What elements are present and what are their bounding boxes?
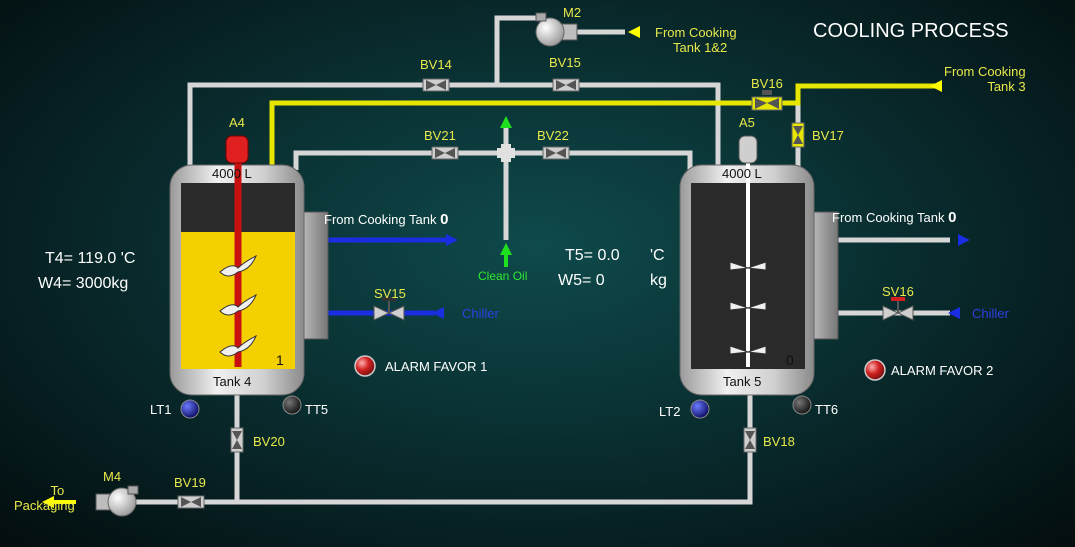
tt5-label: TT5 [305,402,329,417]
tank5-name: Tank 5 [723,374,762,389]
valve-sv16[interactable] [882,297,914,321]
tank5-jacket [811,211,839,340]
tt6-sensor-icon[interactable] [792,395,812,415]
tank5-capacity: 4000 L [722,166,762,181]
bv15-label: BV15 [549,55,581,70]
alarm-favor-2-lamp-icon[interactable] [864,359,886,381]
sv15-label: SV15 [374,286,406,301]
bv17-label: BV17 [812,128,844,143]
alarm-favor-1-label: ALARM FAVOR 1 [385,359,488,374]
m2-label: M2 [563,5,582,20]
bv19-label: BV19 [174,475,206,490]
tt5-sensor-icon[interactable] [282,395,302,415]
lt2-label: LT2 [659,404,681,419]
tank5-agitator-motor[interactable] [738,135,758,164]
bv21-label: BV21 [424,128,456,143]
arrow-clean-oil-up [500,116,512,128]
sv16-label: SV16 [882,284,914,299]
tt6-label: TT6 [815,402,839,417]
tank5-temperature: T5= 0.0 [565,247,620,264]
from-cooking-3-line1: From Cooking [944,64,1026,79]
a4-label: A4 [229,115,245,130]
yellow-pipe [269,83,940,170]
pipe-clean-oil-header [293,150,693,170]
tank4-weight: W4= 3000kg [38,275,129,292]
tank5-agitator-blades [729,261,767,355]
arrow-tank4-chiller [432,307,444,319]
lt2-sensor-icon[interactable] [690,399,710,419]
bv14-label: BV14 [420,57,452,72]
tank4-from-cooking-text: From Cooking Tank [324,212,437,227]
valves [177,78,914,509]
tank4-agitator-motor[interactable] [225,135,249,164]
from-cooking-3-line2: Tank 3 [987,79,1026,94]
arrow-to-packaging-tail [54,500,76,504]
tank4-capacity: 4000 L [212,166,252,181]
tank4-temperature: T4= 119.0 'C [45,250,136,267]
valve-bv21[interactable] [431,146,459,160]
tank5-weight: W5= 0 [558,272,605,289]
bv18-label: BV18 [763,434,795,449]
tank4 [169,135,329,396]
arrow-tank5-chiller [948,307,960,319]
motor-m2[interactable] [535,12,578,47]
arrow-tank5-out [958,234,970,246]
arrow-tank4-out [446,234,458,246]
from-cooking-12-line1: From Cooking [655,25,737,40]
tank4-count: 1 [276,352,284,368]
bv16-label: BV16 [751,76,783,91]
m4-label: M4 [103,469,122,484]
bv20-label: BV20 [253,434,285,449]
lt1-sensor-icon[interactable] [180,399,200,419]
valve-sv15[interactable] [373,297,405,321]
tank5-count: 0 [786,352,794,368]
valve-bv14[interactable] [422,78,450,92]
tank4-agitator-blades [219,254,257,357]
valve-bv18[interactable] [743,427,757,453]
alarm-favor-2-label: ALARM FAVOR 2 [891,363,994,378]
pipe-top-header [187,82,721,170]
tank4-from-cooking-label: From Cooking Tank 0 [324,211,448,228]
to-packaging-line2: Packaging [14,498,75,513]
arrow-to-packaging [42,496,54,508]
pipe-to-m2 [494,15,540,85]
tank5-temp-unit: 'C [650,247,665,264]
pipe-cross-v [501,144,511,162]
arrow-clean-oil-in [500,243,512,255]
lt1-label: LT1 [150,402,172,417]
tank4-from-cooking-value: 0 [440,211,449,228]
to-packaging-label: To Packaging [14,483,75,513]
clean-oil-label: Clean Oil [478,269,528,283]
tank4-chiller-label: Chiller [462,306,499,321]
a5-label: A5 [739,115,755,130]
valve-bv15[interactable] [552,78,580,92]
motor-m4[interactable] [95,485,139,517]
page-title: COOLING PROCESS [813,20,1009,42]
bv22-label: BV22 [537,128,569,143]
tank5-from-cooking-label: From Cooking Tank 0 [832,209,956,226]
tank5-weight-unit: kg [650,272,667,289]
valve-bv19[interactable] [177,495,205,509]
valve-bv22[interactable] [542,146,570,160]
alarm-favor-1-lamp-icon[interactable] [354,355,376,377]
from-cooking-12-label: From Cooking Tank 1&2 [655,25,737,55]
arrow-clean-oil-stem [504,253,508,267]
from-cooking-3-label: From Cooking Tank 3 [944,64,1026,94]
tank4-name: Tank 4 [213,374,252,389]
tank4-jacket [301,211,329,340]
valve-bv17[interactable] [791,122,805,148]
valve-bv20[interactable] [230,427,244,453]
tank5-from-cooking-text: From Cooking Tank [832,210,945,225]
to-packaging-line1: To [50,483,65,498]
tank5-from-cooking-value: 0 [948,209,957,226]
valve-bv16[interactable] [751,90,783,111]
tank5-chiller-label: Chiller [972,306,1009,321]
tank5 [679,135,839,396]
arrow-from-cooking-12 [628,26,640,38]
arrow-from-cooking-3 [930,80,942,92]
from-cooking-12-line2: Tank 1&2 [673,40,728,55]
flow-arrows [42,26,970,508]
